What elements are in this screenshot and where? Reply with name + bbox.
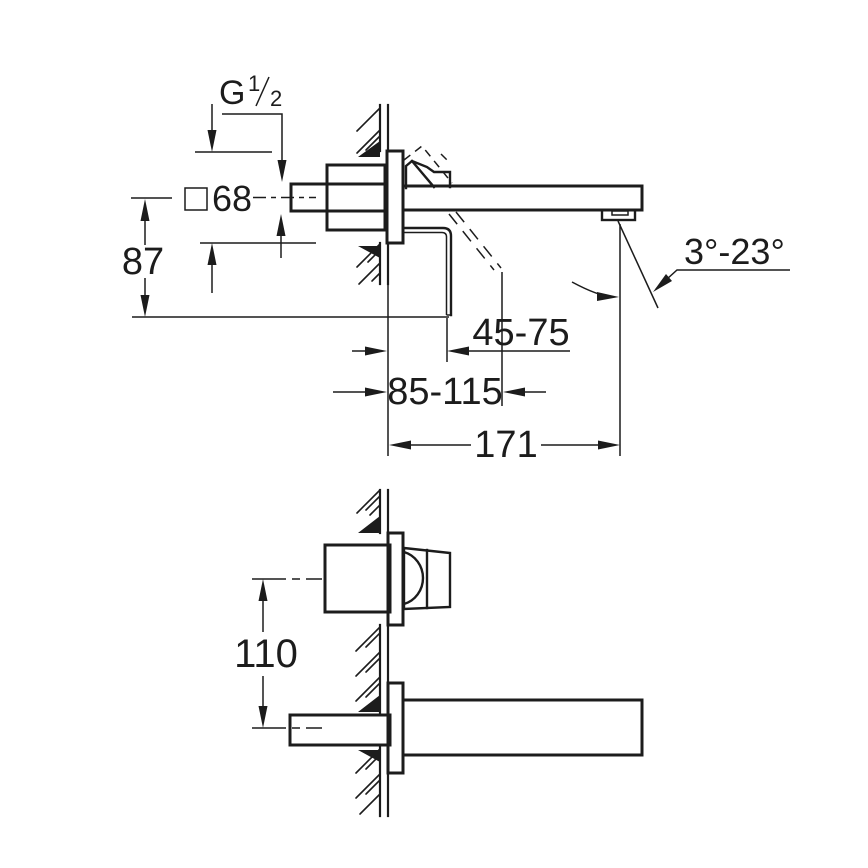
mount-depth-range-label: 85-115: [387, 371, 503, 413]
wall-hatch-bottom: [356, 243, 381, 285]
handle-open-dashed: [403, 144, 453, 184]
spout-depth-dimension: 45-75: [352, 312, 570, 356]
concealed-body: [289, 163, 389, 232]
wall-section-side: [356, 103, 390, 286]
spacing-dim-label: 110: [234, 632, 298, 676]
cartridge-dome: [402, 546, 452, 611]
supply-pipe: [289, 182, 389, 213]
thread-size-label-numerator: 1: [248, 71, 260, 96]
angle-range-label: 3°-23°: [684, 231, 785, 272]
side-view: G 1 2 68: [122, 71, 790, 466]
handle-side: [403, 144, 502, 271]
square-symbol-icon: [184, 187, 208, 211]
dimensions-side: G 1 2 68: [122, 71, 790, 466]
aerator-lip: [611, 210, 629, 216]
aerator: [600, 208, 637, 222]
supply-pipe-front: [288, 713, 392, 747]
front-view: 110: [234, 488, 644, 818]
mounting-bracket: [401, 226, 453, 317]
spout-tube: [401, 698, 644, 757]
handle-front: [323, 531, 452, 627]
handle-body: [323, 543, 392, 614]
wall-hatch-front-bottom: [355, 748, 381, 815]
plate-dimension: 68: [184, 104, 316, 293]
angled-position-line: [617, 220, 659, 309]
mount-depth-dimension: 85-115: [333, 371, 546, 413]
spout-depth-range-label: 45-75: [472, 312, 569, 354]
wall-hatch-front-top: [356, 489, 381, 533]
handle-swing-dashed: [455, 211, 502, 269]
wall-hatch-top: [356, 107, 381, 157]
reach-dimension: 171: [389, 424, 620, 466]
spout-front: [288, 681, 644, 775]
escutcheon-side: [385, 149, 405, 245]
thread-dimension: G 1 2: [219, 71, 287, 258]
fraction-slash: [255, 76, 270, 107]
spacing-dimension: 110: [234, 578, 322, 729]
reach-dim-label: 171: [474, 424, 537, 466]
thread-size-label-prefix: G: [219, 74, 245, 112]
thread-size-label-denominator: 2: [270, 86, 282, 111]
angle-dimension: 3°-23°: [571, 220, 790, 309]
spout-side: [401, 184, 644, 317]
wall-section-front: [355, 488, 390, 818]
height-dimension: 87: [122, 197, 449, 318]
plate-size-label: 68: [212, 178, 252, 219]
wall-hatch-front-mid: [355, 626, 381, 712]
height-dim-label: 87: [122, 241, 164, 283]
